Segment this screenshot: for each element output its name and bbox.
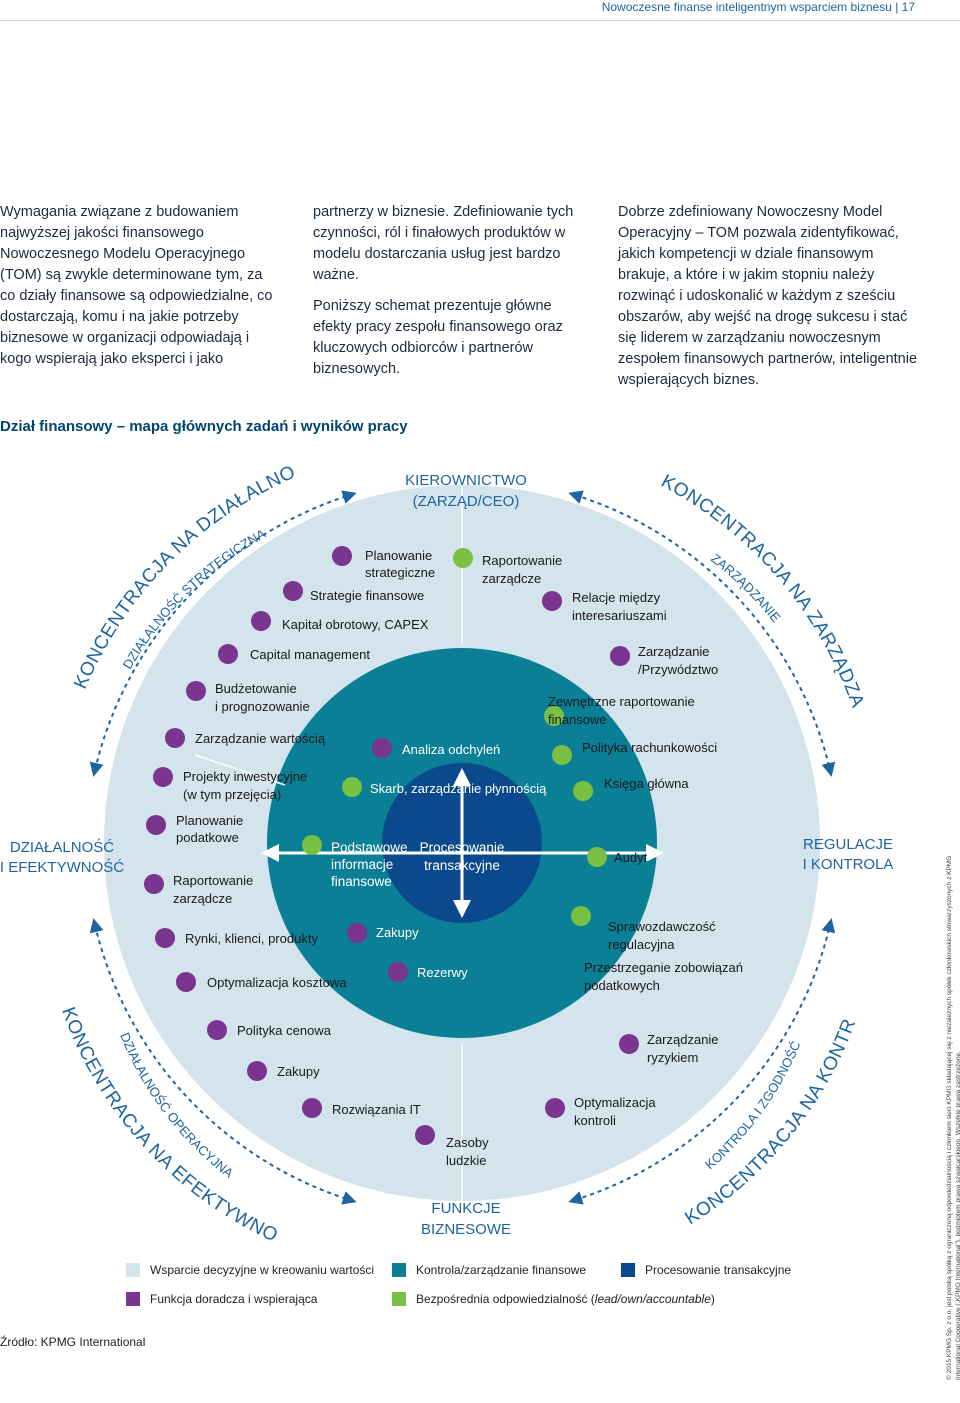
advisory-dot <box>372 738 392 758</box>
legend-label: Bezpośrednia odpowiedzialność (lead/own/… <box>416 1292 715 1306</box>
label-rezerwy: Rezerwy <box>417 965 468 980</box>
advisory-dot <box>176 972 196 992</box>
advisory-dot <box>542 591 562 611</box>
advisory-dot <box>251 611 271 631</box>
intro-column-1: Wymagania związane z budowaniem najwyższ… <box>0 202 280 380</box>
intro-paragraph: Poniższy schemat prezentuje główne efekt… <box>313 298 563 377</box>
label-capital-management: Capital management <box>250 647 370 662</box>
copyright-sidenote: © 2015 KPMG Sp. z o.o. jest polską spółk… <box>946 855 960 1380</box>
label-audyt: Audyt <box>614 850 648 865</box>
label-analiza-odchylen: Analiza odchyleń <box>402 742 500 757</box>
legend-item: Funkcja doradcza i wspierająca <box>126 1292 317 1306</box>
finance-task-map-diagram: KONCENTRACJA NA DZIAŁALNOŚCI DZIAŁALNOŚĆ… <box>0 455 894 1245</box>
advisory-dot <box>388 962 408 982</box>
advisory-dot <box>155 928 175 948</box>
dashed-arc-top-left <box>89 490 357 777</box>
lead-dot <box>342 777 362 797</box>
label-ksiega-glowna: Księga główna <box>604 776 689 791</box>
label-zarzadzanie-przywodztwo: Zarządzanie/Przywództwo <box>638 644 718 677</box>
label-zarzadzanie-wartoscia: Zarządzanie wartością <box>195 731 326 746</box>
intro-column-2: partnerzy w biznesie. Zdefiniowanie tych… <box>313 202 593 390</box>
lead-dot <box>544 706 564 726</box>
diagram-title: Dział finansowy – mapa głównych zadań i … <box>0 418 408 435</box>
legend-item: Procesowanie transakcyjne <box>621 1263 791 1277</box>
legend-swatch <box>392 1263 406 1277</box>
label-strategie-finansowe: Strategie finansowe <box>310 588 424 603</box>
label-polityka-cenowa: Polityka cenowa <box>237 1023 332 1038</box>
advisory-dot <box>619 1034 639 1054</box>
advisory-dot <box>347 923 367 943</box>
intro-paragraph: Wymagania związane z budowaniem najwyższ… <box>0 204 273 367</box>
legend-swatch <box>126 1292 140 1306</box>
advisory-dot <box>415 1125 435 1145</box>
advisory-dot <box>153 767 173 787</box>
advisory-dot <box>207 1020 227 1040</box>
legend-label: Procesowanie transakcyjne <box>645 1263 792 1277</box>
advisory-dot <box>165 728 185 748</box>
advisory-dot <box>247 1061 267 1081</box>
label-rynki-klienci: Rynki, klienci, produkty <box>185 931 318 946</box>
legend-label: Funkcja doradcza i wspierająca <box>150 1292 318 1306</box>
advisory-dot <box>302 1098 322 1118</box>
advisory-dot <box>186 681 206 701</box>
label-kapital-obrotowy: Kapitał obrotowy, CAPEX <box>282 617 429 632</box>
page-header: Nowoczesne finanse inteligentnym wsparci… <box>0 0 960 21</box>
legend-item: Bezpośrednia odpowiedzialność (lead/own/… <box>392 1292 715 1306</box>
legend-item: Kontrola/zarządzanie finansowe <box>392 1263 586 1277</box>
label-zakupy-inner: Zakupy <box>376 925 419 940</box>
dashed-arc-bottom-right <box>568 918 836 1205</box>
label-projekty-inwestycyjne: Projekty inwestycyjne(w tym przejęcia) <box>183 769 307 802</box>
intro-paragraph: Dobrze zdefiniowany Nowoczesny Model Ope… <box>618 204 918 388</box>
advisory-dot <box>144 874 164 894</box>
advisory-dot <box>610 646 630 666</box>
advisory-dot <box>218 644 238 664</box>
lead-dot <box>587 847 607 867</box>
label-rozwiazania-it: Rozwiązania IT <box>332 1102 421 1117</box>
legend-swatch <box>621 1263 635 1277</box>
lead-dot <box>302 835 322 855</box>
label-zakupy-outer: Zakupy <box>277 1064 320 1079</box>
intro-column-3: Dobrze zdefiniowany Nowoczesny Model Ope… <box>618 202 918 401</box>
legend-label: Kontrola/zarządzanie finansowe <box>416 1263 587 1277</box>
lead-dot <box>573 781 593 801</box>
dashed-arc-top-right <box>568 490 836 777</box>
top-label: KIEROWNICTWO(ZARZĄD/CEO) <box>405 472 527 510</box>
advisory-dot <box>146 815 166 835</box>
legend-label: Wsparcie decyzyjne w kreowaniu wartości <box>150 1263 375 1277</box>
lead-dot <box>571 906 591 926</box>
label-polityka-rachunkowosci: Polityka rachunkowości <box>582 740 717 755</box>
legend-item: Wsparcie decyzyjne w kreowaniu wartości <box>126 1263 374 1277</box>
advisory-dot <box>283 581 303 601</box>
label-optymalizacja-kosztowa: Optymalizacja kosztowa <box>207 975 347 990</box>
lead-dot <box>453 548 473 568</box>
lead-dot <box>552 745 572 765</box>
advisory-dot <box>332 546 352 566</box>
advisory-dot <box>545 1098 565 1118</box>
legend-swatch <box>126 1263 140 1277</box>
legend-swatch <box>392 1292 406 1306</box>
intro-paragraph: partnerzy w biznesie. Zdefiniowanie tych… <box>313 204 574 283</box>
header-text: Nowoczesne finanse inteligentnym wsparci… <box>601 0 915 14</box>
label-skarb: Skarb, zarządzanie płynnością <box>370 781 547 796</box>
dot-group <box>144 546 639 1145</box>
dashed-arc-bottom-left <box>89 918 357 1205</box>
source-note: Źródło: KPMG International <box>0 1335 146 1349</box>
